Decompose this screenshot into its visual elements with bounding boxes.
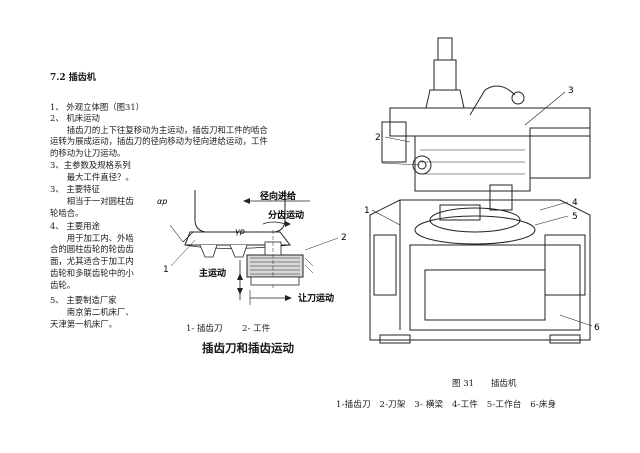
text-line: 用于加工内、外啮 — [50, 233, 134, 243]
text-line: 南京第二机床厂、 — [50, 307, 134, 317]
text-line: 最大工件直径？。 — [50, 172, 134, 182]
text-line: 3、 主要特征 — [50, 184, 100, 194]
callout-6: 6 — [594, 323, 600, 333]
text-line: 运转为展成运动，插齿刀的径向移动为径向进给运动，工件 — [50, 136, 268, 146]
label-main-motion: 主运动 — [199, 267, 226, 279]
text-line: 齿轮。 — [50, 280, 76, 290]
label-gamma-p: γp — [235, 227, 245, 236]
label-relief-motion: 让刀运动 — [298, 292, 334, 304]
text-line: 的移动为让刀运动。 — [50, 148, 126, 158]
label-num-2: 2 — [341, 233, 347, 243]
label-num-1: 1 — [163, 265, 169, 275]
section-title: 7.2 插齿机 — [50, 73, 96, 83]
text-line: 面，尤其适合于加工内 — [50, 256, 134, 266]
callout-2: 2 — [375, 133, 381, 143]
text-line: 2、 机床运动 — [50, 113, 100, 123]
text-line: 3、主参数及规格系列 — [50, 160, 131, 170]
text-line: 插齿刀的上下往复移动为主运动，插齿刀和工件的啮合 — [50, 125, 268, 135]
label-alpha-p: αp — [157, 197, 167, 206]
label-indexing: 分齿运动 — [268, 209, 304, 221]
callout-3: 3 — [568, 86, 574, 96]
text-line: 轮啮合。 — [50, 208, 84, 218]
diagram-caption: 插齿刀和插齿运动 — [202, 341, 294, 355]
text-line: 5、 主要制造厂家 — [50, 295, 117, 305]
text-line: 相当于一对圆柱齿 — [50, 196, 134, 206]
text-line: 齿轮和多联齿轮中的小 — [50, 268, 134, 278]
machine-figure-caption: 图 31 插齿机 — [452, 379, 517, 389]
text-line: 天津第一机床厂。 — [50, 319, 117, 329]
callout-5: 5 — [572, 212, 578, 222]
text-line: 合的圆柱齿轮的轮齿齿 — [50, 244, 134, 254]
gear-shaper-machine-illustration: 2 3 4 5 1 6 — [364, 37, 600, 344]
text-line: 4、 主要用途 — [50, 221, 100, 231]
callout-4: 4 — [572, 198, 578, 208]
text-line: 1、 外观立体图（图31） — [50, 102, 145, 112]
label-radial-feed: 径向进给 — [260, 190, 296, 202]
machine-legend: 1-插齿刀 2-刀架 3- 横梁 4-工件 5-工作台 6-床身 — [336, 400, 557, 410]
gear-shaping-diagram: 径向进给 分齿运动 主运动 让刀运动 αp γp 1 2 — [157, 190, 347, 305]
callout-1: 1 — [364, 206, 370, 216]
diagram-legend: 1- 插齿刀 2- 工件 — [186, 324, 271, 334]
